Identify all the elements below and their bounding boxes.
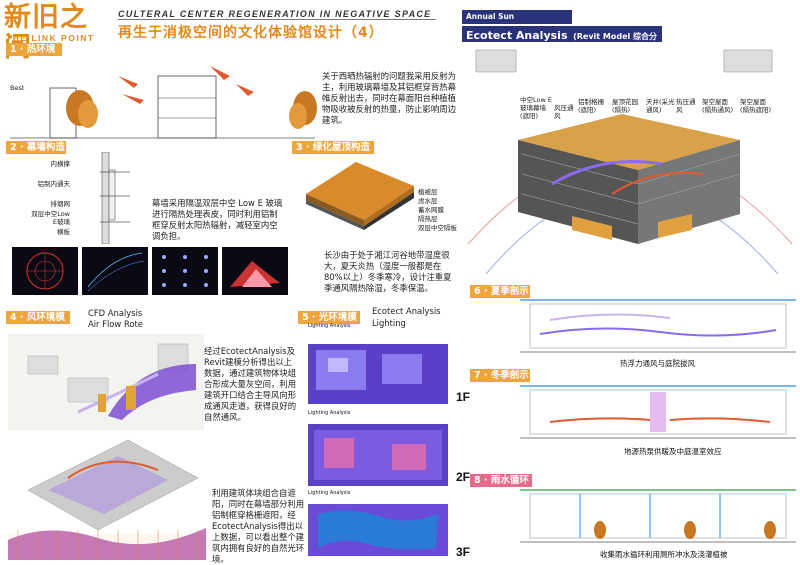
light-analysis-title: Ecotect Analysis — [372, 306, 441, 316]
sun-path-banner: Annual Sun Path/Shadowes — [462, 10, 572, 35]
section-heading-winter: 7 · 冬季剖示 — [470, 369, 530, 382]
chinese-title: 再生于消极空间的文化体验馆设计（4） — [118, 25, 384, 41]
lighting-caption-2: Lighting Analysis — [308, 410, 351, 416]
roof-layer-4: 隔热层 — [418, 215, 438, 223]
wind-description: 经过EcotectAnalysis及Revit建模分析得出以上数据，通过建筑物体… — [204, 346, 297, 422]
cfd-title: CFD Analysis — [88, 308, 143, 318]
ecotect-banner-title: Ecotect Analysis — [466, 29, 568, 42]
section-heading-summer: 6 · 夏季剖示 — [470, 285, 530, 298]
climate-description: 长沙由于处于湘江河谷地带湿度很大，夏天炎热（湿度一般都是在80%以上）冬季寒冷，… — [324, 250, 452, 293]
lighting-caption-1: Lighting Analysis — [308, 323, 351, 329]
roof-layer-5: 双层中空隔板 — [418, 224, 457, 232]
roof-layer-2: 虑水层 — [418, 197, 438, 205]
curtain-label-5: 横板 — [57, 228, 70, 236]
analysis-thumbnail-surface — [222, 247, 288, 295]
floor-label-2f: 2F — [456, 470, 471, 484]
rain-section-drawing — [520, 489, 796, 543]
summer-caption: 热浮力通风与庭院拔风 — [620, 359, 695, 368]
sun-label-1: 中空Low E玻璃幕墙(遮阳) — [520, 96, 552, 120]
lighting-plan-3f — [308, 504, 448, 556]
wind-site-plan — [8, 334, 204, 430]
winter-caption: 地源热泵供暖及中庭温室效应 — [624, 447, 722, 456]
cfd-subtitle: Air Flow Rote — [88, 319, 143, 329]
roof-layer-1: 植被层 — [418, 188, 438, 196]
project-subtitle: THE LINK POINT — [6, 33, 95, 43]
sun-label-7: 架空屋面(隔热通风) — [702, 98, 734, 114]
section-heading-wind: 4 · 风环境模拟 — [6, 311, 70, 336]
wind-3d-model — [8, 439, 206, 560]
section-heading-curtain-wall: 2 · 幕墙构造 — [6, 141, 66, 154]
best-label: Best — [10, 84, 25, 92]
heat-description: 关于西晒热辐射的问题我采用反射为主，利用玻璃幕墙及其铝框穿背热幕帷反射出去，同时… — [322, 71, 456, 125]
lighting-plan-2f — [308, 424, 448, 486]
title-divider — [118, 19, 436, 20]
english-title: CULTERAL CENTER REGENERATION IN NEGATIVE… — [118, 9, 432, 19]
summer-section-drawing — [520, 299, 796, 353]
section-heading-green-roof: 3 · 绿化屋顶构造 — [292, 141, 374, 154]
curtain-wall-detail — [100, 152, 130, 244]
roof-layer-3: 蓄水网膜 — [418, 206, 444, 214]
analysis-thumbnail-radial — [12, 247, 78, 295]
lighting-plan-1f — [308, 344, 448, 404]
floor-label-1f: 1F — [456, 390, 471, 404]
rain-caption: 收集雨水循环利用厕所冲水及浇灌植被 — [600, 550, 728, 559]
analysis-thumbnail-dots — [152, 247, 218, 295]
sun-label-5: 天井(采光通风) — [646, 98, 675, 114]
winter-section-drawing — [520, 385, 796, 439]
green-roof-layers — [306, 162, 414, 230]
sun-label-8: 架空屋面(隔热遮阳) — [740, 98, 772, 114]
heat-diagram — [10, 66, 317, 139]
ecotect-3d-model — [467, 49, 793, 275]
light-description: 利用建筑体块组合自遮阳，同时在幕墙部分利用铝制框穿格栅遮阳，经EcotectAn… — [212, 488, 305, 564]
curtain-label-4: 双层中空Low E玻璃 — [31, 210, 70, 226]
floor-label-3f: 3F — [456, 545, 471, 559]
curtain-label-2: 铝制内通天 — [37, 180, 71, 188]
curtain-label-3: 排烟网 — [50, 200, 71, 208]
ecotect-banner: Ecotect Analysis (Revit Model 综合分析图) — [462, 26, 662, 60]
sun-label-6: 热压通风 — [676, 98, 696, 114]
sun-label-2: 风压通风 — [554, 104, 574, 120]
analysis-thumbnail-grid — [82, 247, 148, 295]
sun-label-4: 屋顶花园(隔热) — [612, 98, 638, 114]
curtain-description: 幕墙采用隔温双层中空 Low E 玻璃进行隔热处理表皮，同时利用铝制框穿反射太阳… — [152, 198, 283, 241]
light-analysis-subtitle: Lighting — [372, 318, 406, 328]
section-heading-light: 5 · 光环境模拟 — [298, 311, 360, 336]
curtain-label-1: 内横撑 — [50, 160, 71, 168]
sun-label-3: 铝制格栅(遮阳) — [578, 98, 604, 114]
lighting-caption-3: Lighting Analysis — [308, 490, 351, 496]
section-heading-rain: 8 · 雨水循环 — [470, 474, 532, 487]
section-heading-heat: 1 · 热环境 — [6, 43, 62, 56]
